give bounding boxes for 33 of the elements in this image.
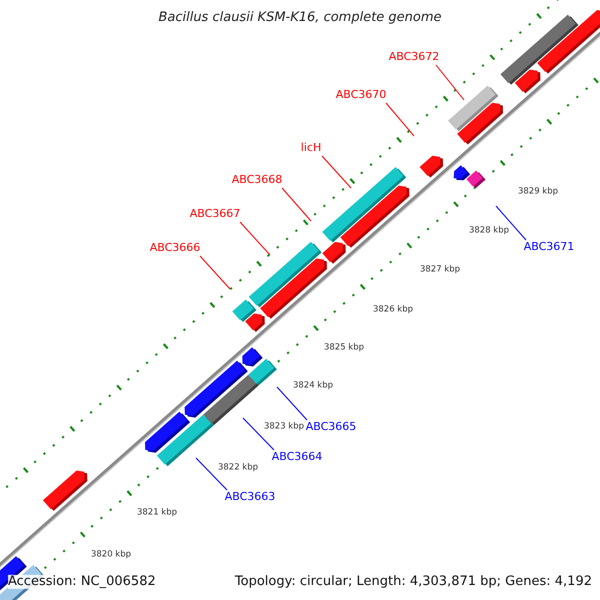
scale-label: 3826 kbp — [372, 305, 414, 315]
leader-line — [496, 206, 526, 240]
leader-line — [282, 188, 312, 222]
gene-label: ABC3663 — [224, 490, 276, 504]
scale-label: 3825 kbp — [324, 343, 364, 353]
gene-label: ABC3666 — [150, 242, 200, 254]
gene-label: ABC3664 — [272, 450, 322, 464]
gene-label: ABC3671 — [524, 240, 574, 254]
gene-label: ABC3672 — [388, 50, 440, 64]
scale-label: 3828 kbp — [468, 226, 510, 236]
gene-label: ABC3665 — [306, 420, 356, 434]
leader-line — [436, 64, 464, 100]
scale-label: 3821 kbp — [136, 508, 178, 518]
gene-label: licH — [300, 142, 322, 154]
leader-line — [200, 256, 230, 290]
leader-line — [276, 386, 308, 420]
footer-text: Topology: circular; Length: 4,303,871 bp; Genes: 4,192 — [234, 574, 592, 590]
scale-label: 3822 kbp — [218, 463, 258, 473]
leader-line — [322, 156, 352, 188]
footer-text: Accession: NC_006582 — [8, 574, 156, 590]
scale-label: 3824 kbp — [292, 381, 334, 391]
scale-label: 3827 kbp — [420, 265, 460, 275]
gene-label: ABC3668 — [232, 174, 282, 186]
leader-line — [242, 418, 274, 450]
gene-label: ABC3670 — [336, 88, 386, 102]
scale-label: 3823 kbp — [264, 422, 304, 432]
leader-line — [240, 222, 270, 256]
gene-label: ABC3667 — [190, 208, 240, 220]
scale-label: 3829 kbp — [518, 187, 558, 197]
title: Bacillus clausii KSM-K16, complete genome — [158, 10, 442, 26]
leader-line — [386, 102, 414, 136]
scale-label: 3820 kbp — [90, 550, 132, 560]
leader-line — [196, 458, 228, 490]
